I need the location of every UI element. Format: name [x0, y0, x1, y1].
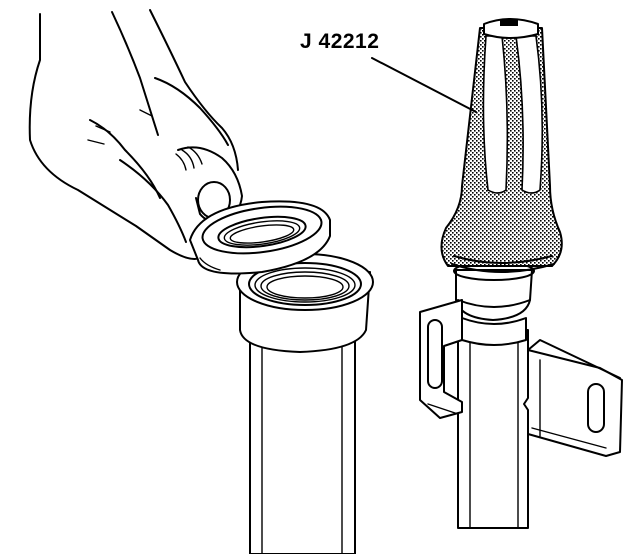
left-mounting-bracket	[419, 299, 463, 419]
right-mounting-bracket	[523, 339, 623, 457]
hand	[28, 9, 243, 260]
tool-j42212	[440, 18, 563, 273]
seal-ring	[189, 200, 331, 275]
strut-body	[453, 261, 535, 529]
callout-leader	[371, 57, 477, 113]
tool-callout-label: J 42212	[300, 30, 380, 53]
strut-tube	[236, 253, 374, 554]
